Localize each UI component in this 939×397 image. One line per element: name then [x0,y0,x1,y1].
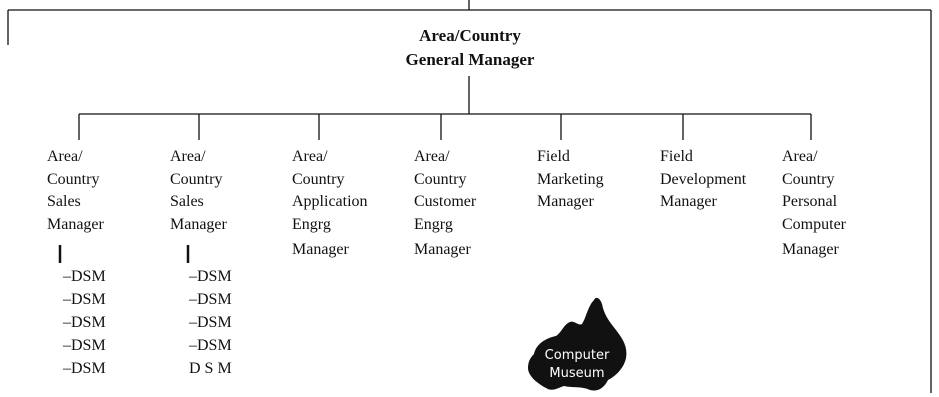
position-line: Engrg [414,215,453,233]
position-line: Marketing [537,170,604,188]
australia-map-icon [528,297,627,391]
position-line: Personal [782,193,838,210]
position-line: Manager [782,241,839,258]
dsm-list-1: –DSM –DSM –DSM –DSM –DSM [63,265,106,380]
position-line: Manager [170,215,227,233]
position-line: Area/ [170,148,206,165]
position-line: Country [782,170,835,188]
dsm-item: D S M [189,360,232,377]
logo-text-museum: Museum [549,366,605,381]
dsm-list-2: –DSM –DSM –DSM –DSM D S M [189,265,232,380]
position-line: Area/ [47,148,83,165]
position-line: Engrg [292,215,331,233]
position-line: Manager [537,193,594,210]
dsm-item: –DSM [63,360,106,377]
position-area-country-sales-manager-2: Area/ Country Sales Manager [170,146,227,236]
position-line: Sales [170,193,204,210]
position-line: Sales [47,193,81,210]
position-line: Area/ [414,148,450,165]
computer-museum-logo: Computer Museum [512,296,642,392]
dsm-item: –DSM [63,268,106,285]
logo-text-computer: Computer [544,348,610,363]
position-field-development-manager: Field Development Manager [660,146,746,214]
title-line-1: Area/Country [419,26,521,45]
dsm-item: –DSM [63,291,106,308]
general-manager-title: Area/Country General Manager [345,24,595,72]
dsm-item: –DSM [63,314,106,331]
dsm-item: –DSM [189,291,232,308]
dsm-item: –DSM [189,337,232,354]
position-line: Area/ [782,148,818,165]
title-line-2: General Manager [405,50,535,69]
position-line: Customer [414,193,477,210]
position-line: Manager [414,241,471,258]
position-line: Area/ [292,148,328,165]
dsm-item: –DSM [189,314,232,331]
position-area-country-sales-manager-1: Area/ Country Sales Manager [47,146,104,236]
position-line: Country [414,170,467,188]
position-line: Country [170,170,223,188]
position-application-engrg-manager: Area/ Country Application Engrg Manager [292,146,368,262]
position-line: Field [537,148,570,165]
position-line: Development [660,170,747,188]
position-line: Manager [292,241,349,258]
dsm-item: –DSM [189,268,232,285]
position-line: Application [292,193,368,210]
position-line: Computer [782,215,846,233]
position-line: Manager [47,215,104,233]
position-customer-engrg-manager: Area/ Country Customer Engrg Manager [414,146,476,262]
position-field-marketing-manager: Field Marketing Manager [537,146,604,214]
position-line: Country [292,170,345,188]
position-line: Manager [660,193,717,210]
position-personal-computer-manager: Area/ Country Personal Computer Manager [782,146,846,262]
position-line: Country [47,170,100,188]
dsm-item: –DSM [63,337,106,354]
position-line: Field [660,148,693,165]
